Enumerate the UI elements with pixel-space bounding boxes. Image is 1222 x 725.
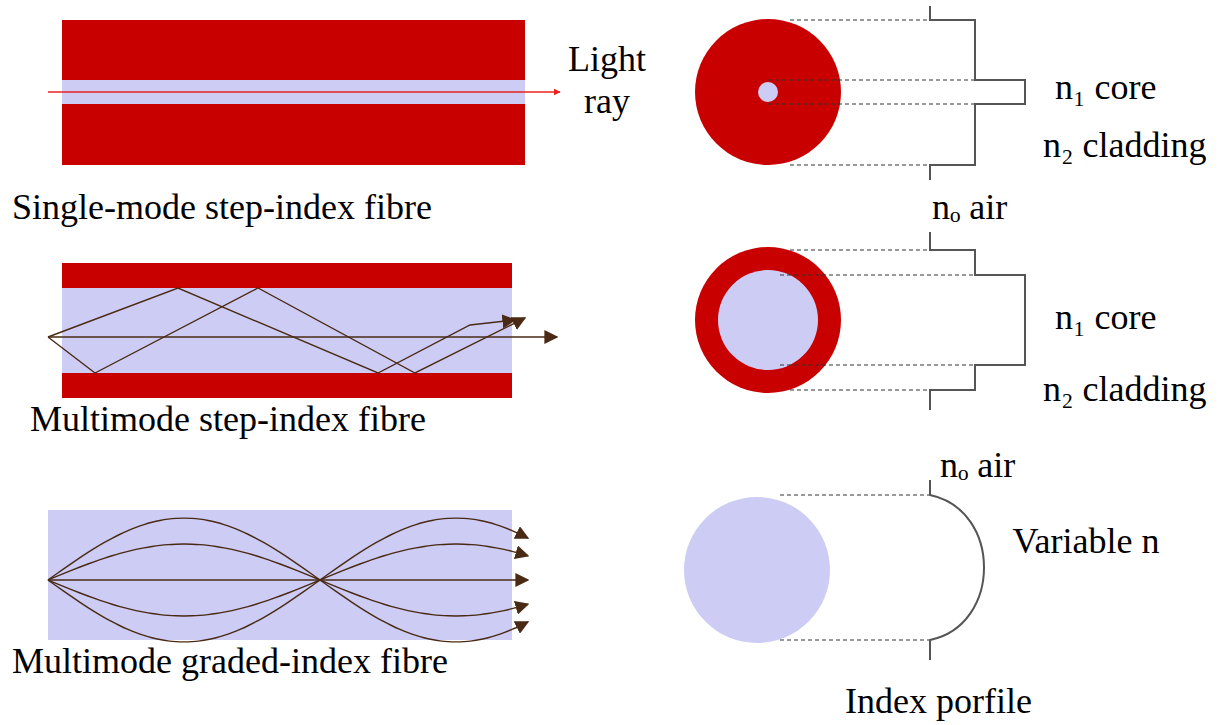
fibre-caption: Multimode step-index fibre [30,398,426,440]
cladding [62,373,512,398]
index-label: n₁ core [1055,296,1157,338]
zigzag-ray [48,288,515,373]
index-label: Variable n [1000,520,1172,562]
graded-ray [48,544,528,616]
graded-ray [48,518,528,642]
cladding [62,263,512,288]
axis-caption: Index porfile [845,680,1032,722]
graded-ray [48,544,528,616]
index-label: nₒ air [940,444,1015,486]
index-label: n₂ cladding [1043,124,1207,166]
cross-section [695,247,841,393]
light-ray [48,91,560,93]
cross-section [684,497,830,643]
fibre-caption: Multimode graded-index fibre [12,640,448,682]
graded-core [48,510,512,640]
graded-ray [48,518,528,642]
guide-lines [768,20,1025,640]
cross-section-core [758,82,778,102]
axial-ray [48,336,557,337]
graded-ray [48,579,528,580]
cross-section [695,19,841,165]
index-profile [930,6,1025,660]
core [62,288,512,373]
cross-section-core [718,270,818,370]
index-label: n₂ cladding [1043,368,1207,410]
ray-label: Light ray [548,38,666,122]
index-label: n₁ core [1055,66,1157,108]
zigzag-ray [48,288,525,373]
index-label: nₒ air [932,186,1007,228]
fibre-caption: Single-mode step-index fibre [12,186,432,228]
